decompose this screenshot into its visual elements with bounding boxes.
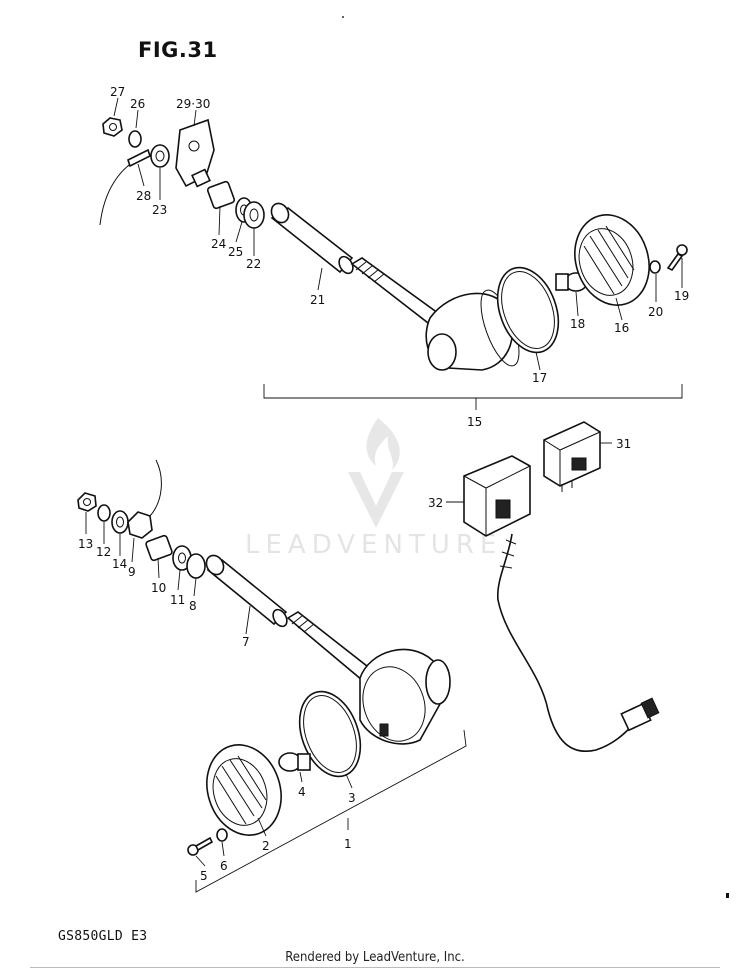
bracket-29-30: [175, 118, 215, 188]
callout-29-30: 29·30: [176, 97, 210, 111]
callout-4: 4: [298, 785, 306, 799]
footer-divider: [30, 967, 720, 968]
callout-21: 21: [310, 293, 325, 307]
callout-26: 26: [130, 97, 145, 111]
signal-housing-upper: [425, 289, 520, 371]
figure-title: FIG.31: [138, 38, 218, 62]
callout-19: 19: [674, 289, 689, 303]
callout-12: 12: [96, 545, 111, 559]
callout-7: 7: [242, 635, 250, 649]
harness-connector: [620, 697, 660, 732]
callout-11: 11: [170, 593, 185, 607]
upper-turn-signal-assembly: [99, 117, 688, 410]
screw-19: [666, 244, 688, 272]
relay-32: [463, 455, 531, 537]
callout-16: 16: [614, 321, 629, 335]
relay-31: [543, 421, 601, 492]
callout-10: 10: [151, 581, 166, 595]
signal-housing-lower: [359, 648, 451, 745]
model-code: GS850GLD E3: [58, 929, 148, 944]
leader-lines: [85, 97, 683, 867]
callout-5: 5: [200, 869, 208, 883]
callout-labels: 27 26 29·30 28 23 24 25 22 21 18 16 20 1…: [78, 85, 689, 883]
sleeve-21: [270, 202, 354, 275]
watermark-text: LEADVENTURE: [245, 530, 502, 560]
lens-2: [206, 744, 282, 836]
callout-15: 15: [467, 415, 482, 429]
wiring-harness: [497, 533, 660, 752]
nut-27: [102, 117, 123, 137]
callout-1: 1: [344, 837, 352, 851]
callout-14: 14: [112, 557, 127, 571]
callout-3: 3: [348, 791, 356, 805]
callout-28: 28: [136, 189, 151, 203]
callout-25: 25: [228, 245, 243, 259]
watermark: LEADVENTURE: [245, 418, 502, 560]
footer-credit: Rendered by LeadVenture, Inc.: [285, 950, 465, 965]
callout-13: 13: [78, 537, 93, 551]
callout-18: 18: [570, 317, 585, 331]
callout-23: 23: [152, 203, 167, 217]
callout-20: 20: [648, 305, 663, 319]
callout-22: 22: [246, 257, 261, 271]
callout-8: 8: [189, 599, 197, 613]
leadventure-flame-logo: [348, 418, 404, 528]
callout-24: 24: [211, 237, 226, 251]
bulb-4: [278, 752, 311, 772]
lens-16: [574, 214, 650, 306]
screw-5: [187, 836, 214, 856]
callout-17: 17: [532, 371, 547, 385]
callout-9: 9: [128, 565, 136, 579]
callout-32: 32: [428, 496, 443, 510]
terminal-28: [127, 148, 151, 168]
callout-31: 31: [616, 437, 631, 451]
callout-2: 2: [262, 839, 270, 853]
lower-turn-signal-assembly: [77, 459, 467, 893]
callout-27: 27: [110, 85, 125, 99]
sleeve-7: [205, 554, 288, 628]
callout-6: 6: [220, 859, 228, 873]
